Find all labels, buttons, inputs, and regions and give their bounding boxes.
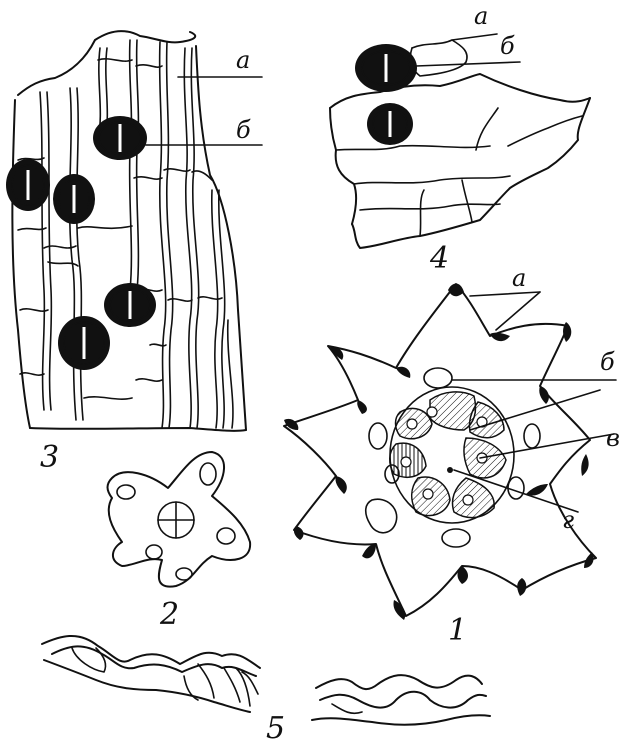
panel-1-cross-section: а б в г 1 bbox=[284, 264, 620, 648]
panel-4-epidermis: а б 4 bbox=[330, 2, 590, 276]
panel-2-cross-section: 2 bbox=[108, 452, 251, 632]
leader-line bbox=[452, 34, 497, 40]
leader-line bbox=[470, 292, 540, 296]
stoma-icon bbox=[367, 103, 413, 145]
panel-number-4: 4 bbox=[429, 241, 449, 276]
panel-number-3: 3 bbox=[40, 440, 59, 475]
label-a: а bbox=[512, 264, 526, 292]
stoma-icon bbox=[6, 159, 50, 211]
label-d: г bbox=[562, 506, 574, 534]
label-c: в bbox=[606, 424, 620, 452]
panel-number-1: 1 bbox=[448, 613, 467, 648]
stoma-icon bbox=[53, 174, 95, 224]
panel-number-5: 5 bbox=[266, 711, 285, 742]
label-a: а bbox=[474, 2, 488, 30]
label-b: б bbox=[236, 116, 251, 144]
label-b: б bbox=[500, 32, 515, 60]
stoma-icon bbox=[93, 116, 147, 160]
stoma-icon bbox=[58, 316, 110, 370]
panel-5-cuticle: 5 bbox=[42, 636, 490, 742]
label-b: б bbox=[600, 348, 615, 376]
label-a: а bbox=[236, 46, 250, 74]
leader-line bbox=[416, 62, 520, 66]
stoma-icon bbox=[355, 44, 417, 92]
panel-number-2: 2 bbox=[159, 597, 179, 632]
panel-3-epidermis: а б 3 bbox=[6, 31, 262, 475]
stoma-icon bbox=[104, 283, 156, 327]
